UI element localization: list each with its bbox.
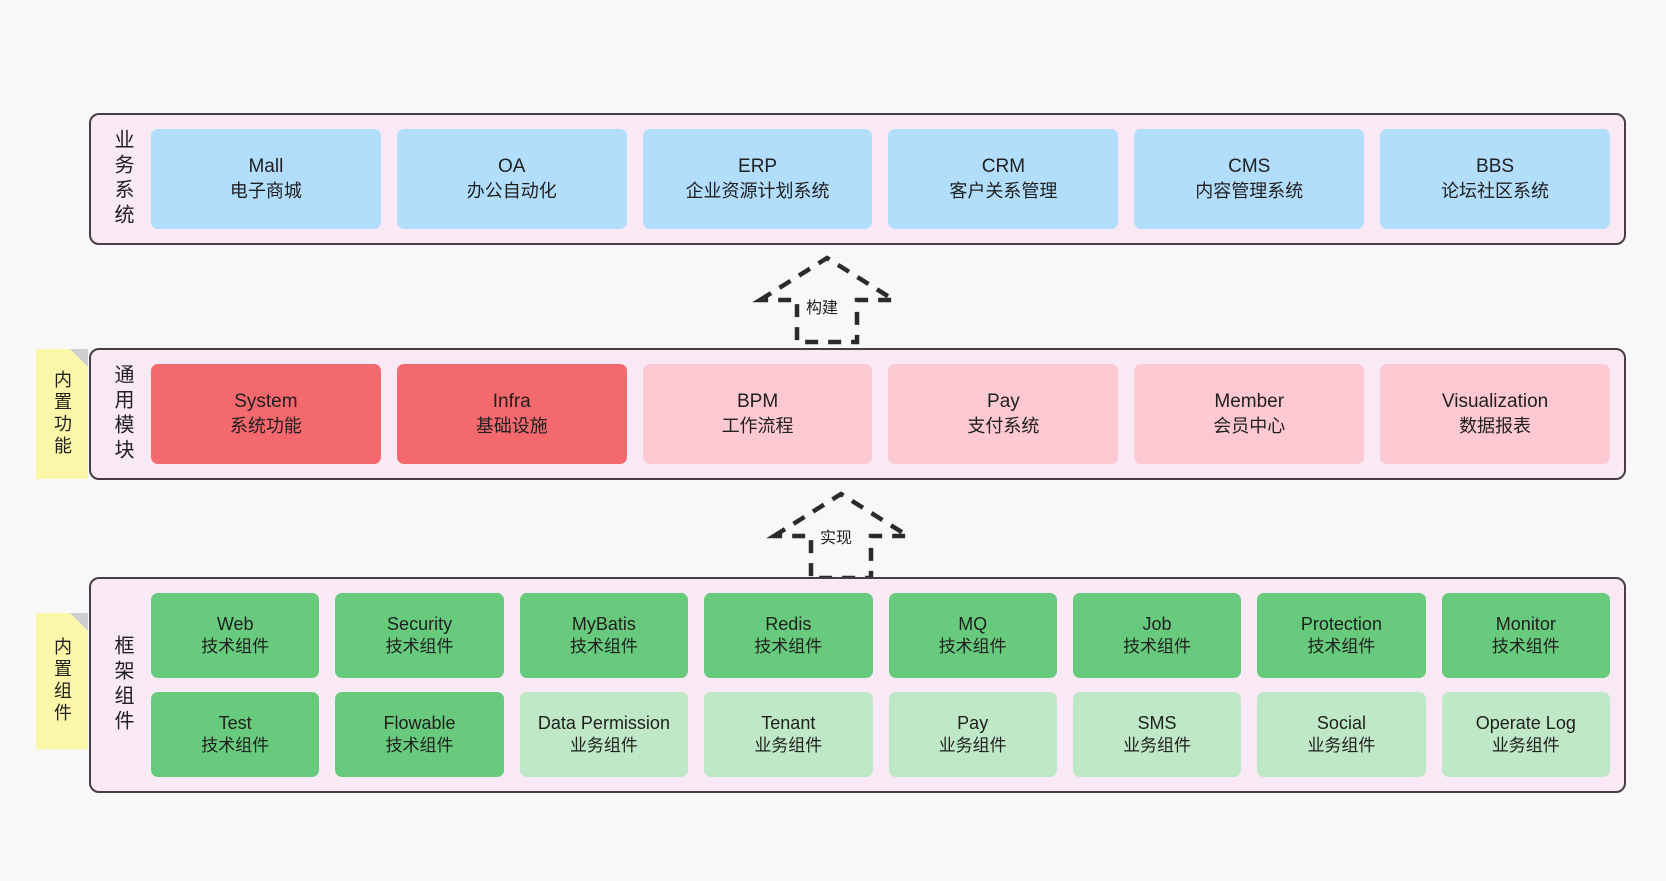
card-pay-module-cn: 支付系统 (967, 415, 1040, 436)
card-test[interactable]: Test 技术组件 (151, 692, 320, 777)
card-mybatis-en: MyBatis (571, 613, 636, 634)
card-system-en: System (234, 390, 298, 412)
card-web-cn: 技术组件 (201, 637, 270, 657)
card-oa-cn: 办公自动化 (466, 180, 557, 201)
card-social-en: Social (1316, 712, 1366, 733)
card-pay-component-en: Pay (957, 712, 989, 733)
card-flowable-en: Flowable (383, 712, 456, 733)
card-pay-component-cn: 业务组件 (938, 736, 1007, 756)
card-redis-en: Redis (765, 613, 812, 634)
card-monitor-en: Monitor (1495, 613, 1556, 634)
card-bpm[interactable]: BPM 工作流程 (642, 364, 873, 464)
card-flowable[interactable]: Flowable 技术组件 (335, 692, 504, 777)
card-data-permission-cn: 业务组件 (569, 736, 638, 756)
layer-framework-cards: Web 技术组件 Security 技术组件 MyBatis 技术组件 Redi… (145, 579, 1624, 791)
sticky-note-builtin-functions: 内置功能 (36, 349, 88, 479)
card-pay-component[interactable]: Pay 业务组件 (888, 692, 1057, 777)
card-mybatis-cn: 技术组件 (569, 637, 638, 657)
card-visualization-en: Visualization (1441, 390, 1549, 412)
card-oa-en: OA (498, 155, 526, 177)
sticky-note-builtin-components: 内置组件 (36, 613, 88, 749)
card-redis[interactable]: Redis 技术组件 (704, 593, 873, 678)
card-mall-en: Mall (248, 155, 284, 177)
layer-title-business: 业务系统 (111, 129, 133, 229)
card-flowable-cn: 技术组件 (385, 736, 454, 756)
layer-title-framework: 框架组件 (111, 635, 133, 735)
card-cms-cn: 内容管理系统 (1195, 180, 1304, 201)
card-bbs-en: BBS (1476, 155, 1515, 177)
card-protection-cn: 技术组件 (1307, 637, 1376, 657)
card-mq[interactable]: MQ 技术组件 (888, 593, 1057, 678)
layer-business-systems: 业务系统 Mall 电子商城 OA 办公自动化 ERP 企业资源计划系统 CRM… (89, 113, 1626, 245)
card-visualization[interactable]: Visualization 数据报表 (1380, 364, 1610, 464)
card-redis-cn: 技术组件 (754, 637, 823, 657)
card-test-en: Test (218, 712, 252, 733)
card-mall-cn: 电子商城 (229, 180, 302, 201)
card-tenant-en: Tenant (761, 712, 816, 733)
card-member-en: Member (1214, 390, 1285, 412)
arrow-implement-label: 实现 (820, 530, 853, 547)
card-web-en: Web (216, 613, 254, 634)
layer-title-common: 通用模块 (111, 364, 133, 464)
card-cms[interactable]: CMS 内容管理系统 (1134, 129, 1365, 229)
card-infra-cn: 基础设施 (475, 415, 548, 436)
card-mall[interactable]: Mall 电子商城 (151, 129, 381, 229)
card-bpm-cn: 工作流程 (721, 415, 794, 436)
card-erp-cn: 企业资源计划系统 (685, 180, 830, 201)
card-social[interactable]: Social 业务组件 (1257, 692, 1426, 777)
card-system[interactable]: System 系统功能 (151, 364, 381, 464)
card-erp[interactable]: ERP 企业资源计划系统 (642, 129, 873, 229)
arrow-build-label: 构建 (806, 300, 839, 317)
card-crm-en: CRM (981, 155, 1026, 177)
card-system-cn: 系统功能 (229, 415, 302, 436)
card-infra[interactable]: Infra 基础设施 (396, 364, 627, 464)
card-monitor-cn: 技术组件 (1491, 637, 1560, 657)
card-sms-en: SMS (1137, 712, 1177, 733)
card-crm-cn: 客户关系管理 (949, 180, 1058, 201)
card-test-cn: 技术组件 (201, 736, 270, 756)
card-data-permission-en: Data Permission (537, 712, 670, 733)
arrow-build (752, 255, 902, 345)
card-member-cn: 会员中心 (1213, 415, 1286, 436)
card-crm[interactable]: CRM 客户关系管理 (888, 129, 1119, 229)
card-erp-en: ERP (738, 155, 778, 177)
card-cms-en: CMS (1228, 155, 1271, 177)
card-mq-en: MQ (958, 613, 988, 634)
card-operate-log-en: Operate Log (1475, 712, 1576, 733)
card-mybatis[interactable]: MyBatis 技术组件 (519, 593, 689, 678)
card-operate-log-cn: 业务组件 (1491, 736, 1560, 756)
card-security-en: Security (387, 613, 453, 634)
card-monitor[interactable]: Monitor 技术组件 (1441, 593, 1610, 678)
layer-framework-components: 框架组件 Web 技术组件 Security 技术组件 MyBatis 技术组件… (89, 577, 1626, 793)
card-job-en: Job (1142, 613, 1172, 634)
layer-common-modules: 通用模块 System 系统功能 Infra 基础设施 BPM 工作流程 Pay… (89, 348, 1626, 480)
card-infra-en: Infra (492, 390, 531, 412)
card-sms-cn: 业务组件 (1123, 736, 1192, 756)
card-mq-cn: 技术组件 (938, 637, 1007, 657)
card-protection[interactable]: Protection 技术组件 (1257, 593, 1426, 678)
card-operate-log[interactable]: Operate Log 业务组件 (1441, 692, 1610, 777)
card-tenant[interactable]: Tenant 业务组件 (704, 692, 873, 777)
card-member[interactable]: Member 会员中心 (1134, 364, 1365, 464)
card-web[interactable]: Web 技术组件 (151, 593, 320, 678)
card-job-cn: 技术组件 (1123, 637, 1192, 657)
card-sms[interactable]: SMS 业务组件 (1072, 692, 1242, 777)
card-oa[interactable]: OA 办公自动化 (396, 129, 627, 229)
card-tenant-cn: 业务组件 (754, 736, 823, 756)
arrow-implement (766, 491, 916, 581)
card-security-cn: 技术组件 (385, 637, 454, 657)
card-bbs[interactable]: BBS 论坛社区系统 (1380, 129, 1610, 229)
layer-business-cards: Mall 电子商城 OA 办公自动化 ERP 企业资源计划系统 CRM 客户关系… (145, 115, 1624, 243)
card-pay-module[interactable]: Pay 支付系统 (888, 364, 1119, 464)
card-bpm-en: BPM (736, 390, 779, 412)
card-visualization-cn: 数据报表 (1459, 415, 1532, 436)
card-job[interactable]: Job 技术组件 (1072, 593, 1242, 678)
card-protection-en: Protection (1300, 613, 1382, 634)
card-data-permission[interactable]: Data Permission 业务组件 (519, 692, 689, 777)
layer-common-cards: System 系统功能 Infra 基础设施 BPM 工作流程 Pay 支付系统… (145, 350, 1624, 478)
card-pay-module-en: Pay (987, 390, 1020, 412)
card-security[interactable]: Security 技术组件 (335, 593, 504, 678)
card-bbs-cn: 论坛社区系统 (1441, 180, 1550, 201)
card-social-cn: 业务组件 (1307, 736, 1376, 756)
